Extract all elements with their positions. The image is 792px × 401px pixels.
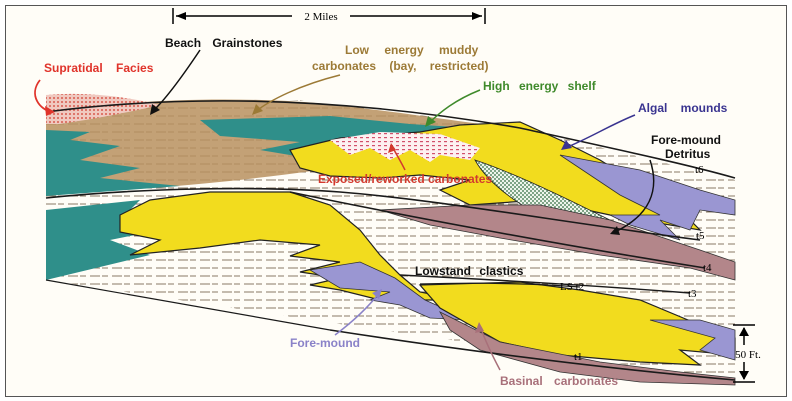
timeline-label-t1: t1 xyxy=(574,351,583,363)
foremound-label: Fore-mound xyxy=(290,336,360,350)
upper-foremound-lavender xyxy=(559,154,736,241)
exposed-arrow-icon xyxy=(388,143,396,153)
timeline-label-t6: t6 xyxy=(695,164,704,176)
scale-label: 2 Miles xyxy=(304,11,337,23)
detritus-label-1: Fore-mound xyxy=(651,133,721,147)
lowstand-label: Lowstand clastics xyxy=(415,264,524,278)
lower-foremound-lavender xyxy=(308,261,471,321)
timeline-label-t3: t3 xyxy=(688,288,697,300)
scale-arrow-right-icon xyxy=(472,12,482,20)
algal-label: Algal mounds xyxy=(638,101,728,115)
detritus-label-2: Detritus xyxy=(665,147,711,161)
thickness-arrow-down-icon xyxy=(739,371,749,380)
teal-lower-layer xyxy=(46,200,160,280)
supratidal-label: Supratidal Facies xyxy=(44,61,154,75)
timeline-label-t5: t5 xyxy=(696,230,705,242)
timeline-label-t4: t4 xyxy=(703,262,712,274)
basinal-arrow-icon xyxy=(475,322,484,333)
upper-basinal-mauve xyxy=(379,204,736,281)
supratidal-arrow-icon xyxy=(45,106,55,116)
timeline-label-lst2: LS t2 xyxy=(560,281,584,293)
beach-label: Beach Grainstones xyxy=(165,36,283,50)
low-energy-label-1: Low energy muddy xyxy=(345,43,479,57)
low-energy-arrow-icon xyxy=(252,104,263,115)
algal-leader xyxy=(564,114,636,149)
timeline-t5 xyxy=(45,187,701,241)
timeline-t3 xyxy=(399,274,691,294)
low-energy-label-2: carbonates (bay, restricted) xyxy=(312,59,489,73)
timeline-t4 xyxy=(289,191,706,269)
timeline-t6 xyxy=(45,100,736,179)
foremound-arrow-icon xyxy=(372,289,382,299)
base-line xyxy=(45,279,331,331)
exposed-label: Exposed/reworked carbonates xyxy=(318,172,492,186)
basinal-label: Basinal carbonates xyxy=(500,374,618,388)
thickness-arrow-up-icon xyxy=(739,327,749,336)
teal-facies-layer xyxy=(46,130,180,196)
thickness-label: 50 Ft. xyxy=(735,349,761,361)
detritus-arrow-icon xyxy=(610,226,620,235)
high-energy-label: High energy shelf xyxy=(483,79,597,93)
scale-arrow-left-icon xyxy=(176,12,186,20)
supratidal-stipple xyxy=(46,93,160,124)
beach-arrow-icon xyxy=(150,104,160,115)
exposed-carbonates xyxy=(330,132,480,162)
lower-right-lavender xyxy=(649,319,736,361)
high-energy-arrow-icon xyxy=(425,116,436,127)
timeline-t2 xyxy=(419,282,581,288)
timeline-t1 xyxy=(329,329,736,381)
detritus-leader xyxy=(614,159,655,233)
algal-arrow-icon xyxy=(561,140,572,150)
